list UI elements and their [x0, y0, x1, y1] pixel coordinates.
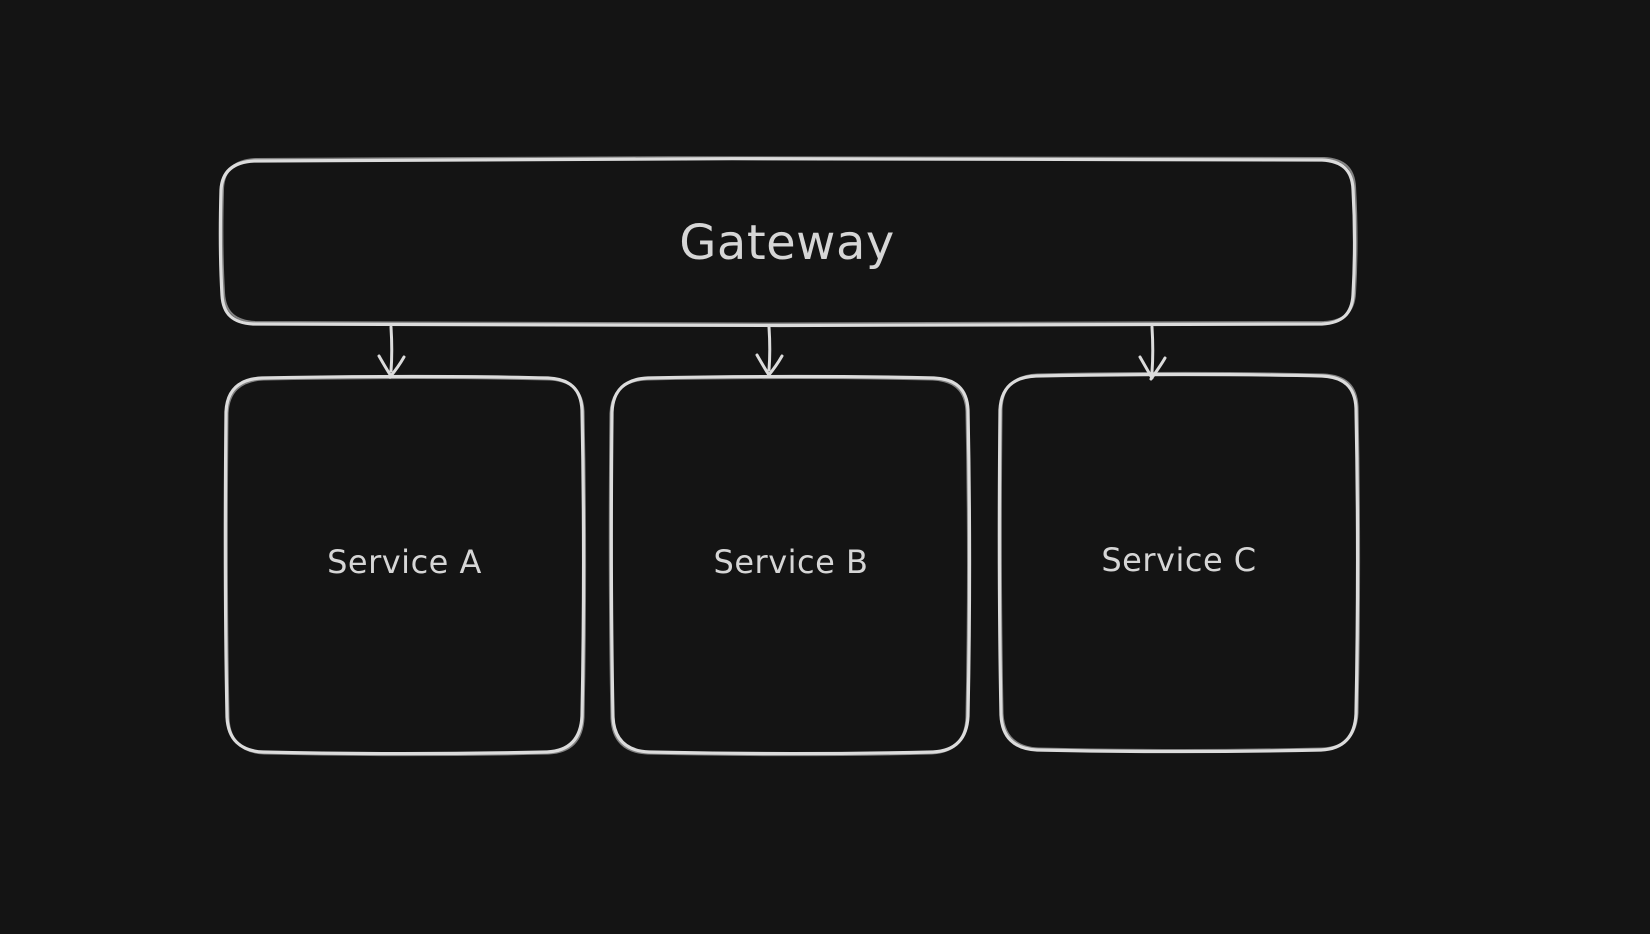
node-service-c-shape — [997, 371, 1361, 754]
gateway-outline — [218, 157, 1357, 328]
node-service-a-shape — [223, 374, 587, 757]
service-a-outline — [223, 374, 586, 756]
service-c-outline-echo — [999, 371, 1361, 752]
arrow-stem — [767, 325, 772, 372]
edge-gateway-to-service-c — [1138, 325, 1167, 381]
service-a-outline-echo — [225, 376, 587, 757]
node-gateway-shape — [218, 155, 1358, 328]
node-service-b-shape — [608, 374, 972, 757]
edge-gateway-to-service-a — [377, 325, 406, 379]
gateway-outline-echo — [221, 155, 1358, 325]
service-c-outline — [997, 372, 1360, 754]
arrow-head — [755, 353, 784, 378]
service-b-outline — [609, 374, 972, 756]
arrow-stem — [389, 325, 394, 373]
arrow-stem — [1150, 325, 1155, 374]
edge-gateway-to-service-b — [755, 325, 784, 378]
arrow-head — [377, 354, 406, 379]
arrow-head — [1138, 355, 1167, 381]
service-b-outline-echo — [608, 376, 970, 757]
